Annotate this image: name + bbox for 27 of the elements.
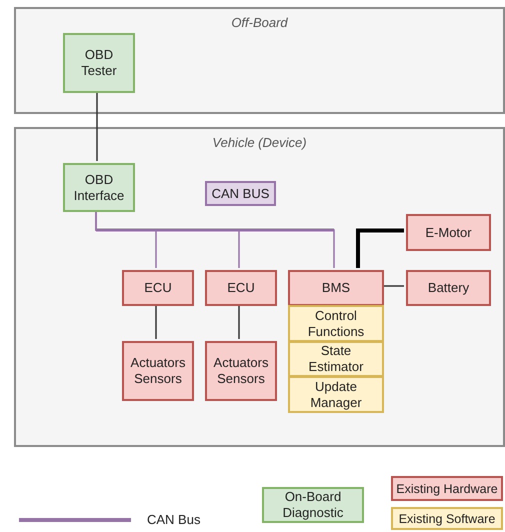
diagnostic-box: OBD Tester	[63, 33, 135, 93]
hardware-box: BMS	[288, 270, 384, 306]
legend-swatch: Existing Hardware	[391, 476, 503, 501]
legend-swatch: On-Board Diagnostic	[262, 487, 364, 523]
diagnostic-box: OBD Interface	[63, 163, 135, 212]
software-box: State Estimator	[288, 341, 384, 377]
hardware-box: Actuators Sensors	[122, 341, 194, 401]
hardware-box: Battery	[406, 270, 491, 306]
group-panel	[14, 7, 505, 114]
connector-line	[95, 210, 335, 268]
hardware-box: ECU	[205, 270, 277, 306]
legend-swatch: Existing Software	[391, 507, 503, 530]
connector-line	[96, 91, 98, 161]
panel-title: Vehicle (Device)	[212, 135, 307, 151]
connector-line	[382, 285, 404, 287]
connector-line	[238, 304, 240, 339]
hardware-box: ECU	[122, 270, 194, 306]
software-box: Control Functions	[288, 305, 384, 342]
group-panel	[14, 127, 505, 447]
legend-label: CAN Bus	[147, 511, 200, 529]
hardware-box: E-Motor	[406, 214, 491, 251]
bus-label-box: CAN BUS	[205, 181, 276, 206]
connector-line	[155, 304, 157, 339]
connector-line	[356, 228, 404, 268]
panel-title: Off-Board	[231, 15, 288, 31]
software-box: Update Manager	[288, 376, 384, 413]
hardware-box: Actuators Sensors	[205, 341, 277, 401]
